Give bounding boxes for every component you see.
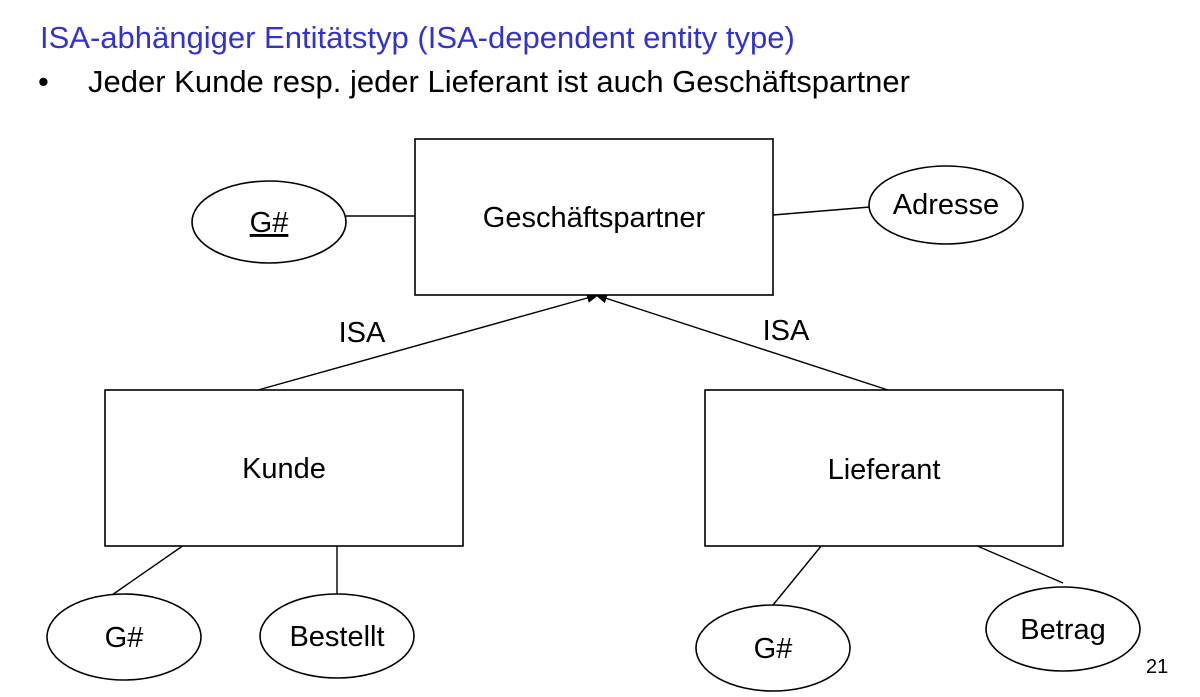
attribute-lieferant-betrag <box>985 586 1141 672</box>
attribute-lieferant-betrag-label: Betrag <box>1020 614 1105 646</box>
attribute-gp-key <box>191 180 347 264</box>
entity-kunde-label: Kunde <box>242 453 326 485</box>
attribute-gp-key-label: G# <box>250 207 289 239</box>
entity-geschaeftspartner-label: Geschäftspartner <box>483 202 706 234</box>
lieferant-betrag-connector <box>974 544 1064 584</box>
attribute-kunde-key-label: G# <box>105 622 144 654</box>
bullet-symbol: • <box>38 64 49 99</box>
bullet-text: Jeder Kunde resp. jeder Lieferant ist au… <box>88 64 910 99</box>
entity-lieferant <box>704 389 1064 547</box>
attribute-kunde-bestellt-label: Bestellt <box>289 621 384 653</box>
entity-kunde <box>104 389 464 547</box>
isa-lieferant-label: ISA <box>763 315 810 347</box>
kunde-key-connector <box>111 544 185 596</box>
attribute-kunde-key <box>46 593 202 681</box>
slide-title: ISA-abhängiger Entitätstyp (ISA-dependen… <box>40 20 795 55</box>
entity-lieferant-label: Lieferant <box>828 454 941 486</box>
isa-kunde-label: ISA <box>339 317 386 349</box>
attribute-lieferant-key-label: G# <box>754 633 793 665</box>
page-number: 21 <box>1146 656 1169 678</box>
attribute-gp-adresse-label: Adresse <box>893 189 999 221</box>
isa-kunde-arrow <box>257 293 599 391</box>
gp-adresse-connector <box>772 206 871 216</box>
isa-lieferant-arrow <box>595 293 889 391</box>
attribute-kunde-bestellt <box>259 593 415 679</box>
lieferant-key-connector <box>772 544 823 606</box>
attribute-lieferant-key <box>695 604 851 692</box>
entity-geschaeftspartner <box>414 138 774 296</box>
attribute-gp-adresse <box>868 165 1024 245</box>
